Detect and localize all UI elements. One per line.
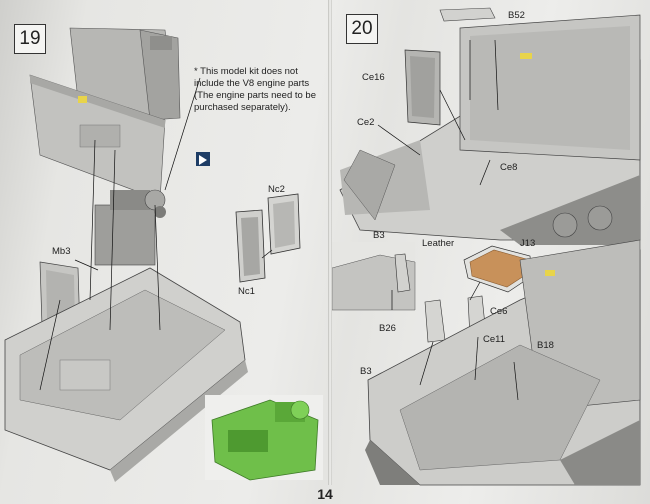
page-number: 14	[317, 486, 333, 502]
yellow-marker	[520, 53, 532, 59]
engine-note: * This model kit does not include the V8…	[194, 66, 329, 114]
part-label-ce6: Ce6	[490, 306, 508, 317]
hull-illustration-lower	[365, 239, 641, 486]
part-label-b3-inset: B3	[373, 230, 385, 241]
hull-illustration-upper	[339, 14, 641, 241]
step-number-20: 20	[346, 14, 378, 44]
part-label-leather: Leather	[422, 238, 455, 249]
part-label-ce8: Ce8	[500, 162, 518, 173]
rear-panel-illustration	[69, 27, 181, 121]
part-b52-illustration	[439, 7, 496, 22]
engine-illustration	[94, 189, 166, 266]
part-label-b52: B52	[508, 10, 525, 21]
part-label-ce2: Ce2	[357, 117, 375, 128]
part-label-mb3: Mb3	[52, 246, 71, 257]
radiator-pair-illustration	[235, 193, 301, 283]
part-label-nc2: Nc2	[268, 184, 285, 195]
leather-pad-illustration	[463, 245, 533, 293]
yellow-marker	[545, 270, 555, 276]
part-label-b26: B26	[379, 323, 396, 334]
arrow-indicator-icon	[196, 152, 210, 166]
part-label-ce16: Ce16	[362, 72, 385, 83]
hull-illustration-left	[4, 267, 248, 482]
part-label-b18: B18	[537, 340, 554, 351]
assembly-lines-19	[39, 77, 273, 391]
part-label-b3: B3	[360, 366, 372, 377]
part-label-ce11: Ce11	[483, 334, 506, 345]
step-number-19: 19	[14, 24, 46, 54]
part-label-nc1: Nc1	[238, 286, 255, 297]
assembly-lines-20	[377, 39, 519, 401]
part-label-j13: J13	[520, 238, 536, 249]
detail-inset	[331, 242, 416, 311]
v8-engine-render	[205, 395, 323, 481]
asterisk-icon: *	[194, 66, 198, 77]
yellow-marker	[78, 96, 87, 103]
page-fold	[328, 0, 332, 485]
firewall-plate-illustration	[29, 74, 166, 201]
engine-note-text: This model kit does not include the V8 e…	[194, 66, 317, 113]
track-upper	[500, 175, 640, 245]
